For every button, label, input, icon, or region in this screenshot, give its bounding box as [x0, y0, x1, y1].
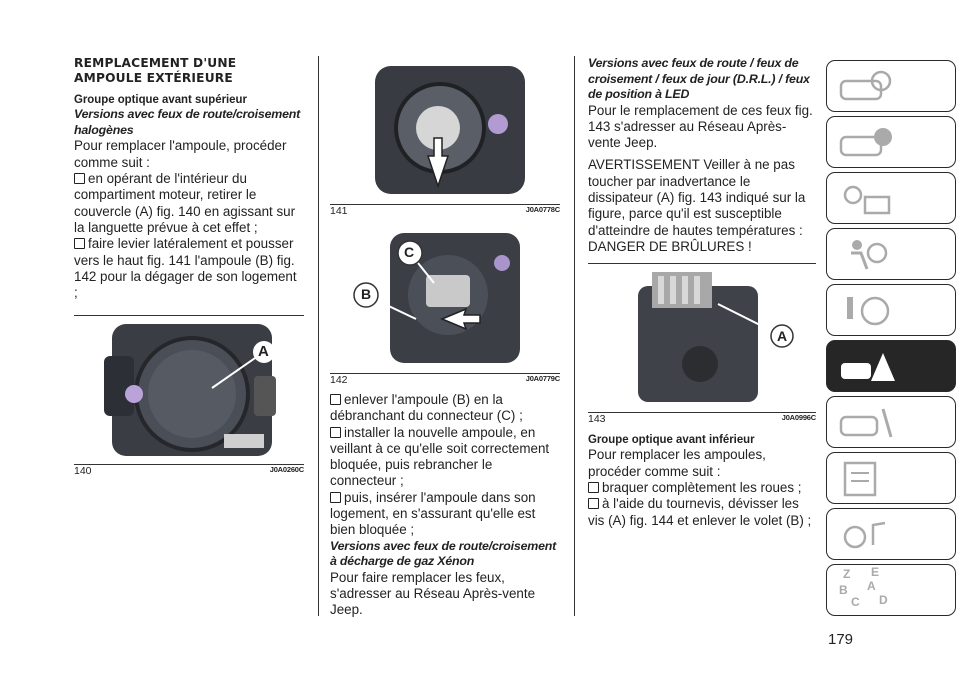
bullet-item: installer la nouvelle ampoule, en veilla… — [330, 424, 550, 489]
bullet-item: enlever l'ampoule (B) en la débranchant … — [330, 392, 523, 424]
figure-label-b: B — [361, 286, 372, 302]
headlamp-bulb-photo — [375, 66, 525, 194]
intro-text: Pour remplacer les ampoules, procéder co… — [588, 447, 766, 479]
checkbox-bullet-icon — [330, 491, 341, 503]
subheading: Groupe optique avant inférieur — [588, 432, 755, 447]
tab-specifications[interactable] — [826, 452, 956, 504]
index-letter: A — [867, 579, 876, 593]
figure-143: A 143 J0A0996C — [588, 263, 816, 425]
figure-number: 142 — [330, 373, 348, 386]
figure-number: 141 — [330, 204, 348, 217]
italic-heading: Versions avec feux de route/croisement h… — [74, 107, 301, 137]
figure-label-a: A — [258, 343, 269, 361]
warning-text: AVERTISSEMENT Veiller à ne pas toucher p… — [588, 157, 806, 254]
section-title-line-1: REMPLACEMENT D'UNE — [74, 56, 237, 70]
tab-information[interactable] — [826, 116, 956, 168]
figure-number: 143 — [588, 412, 606, 425]
figure-code: J0A0996C — [781, 412, 816, 422]
steering-wheel-icon — [847, 296, 890, 326]
subheading: Groupe optique avant supérieur — [74, 92, 247, 107]
car-info-icon — [839, 128, 892, 157]
body-text: Pour faire remplacer les feux, s'adresse… — [330, 569, 536, 618]
body-text: Pour le remplacement de ces feux fig. 14… — [588, 102, 813, 151]
bulb-connector-photo — [353, 233, 520, 363]
tab-emergency[interactable] — [826, 340, 956, 392]
warning-lights-icon — [843, 185, 891, 215]
tab-safety[interactable] — [826, 228, 956, 280]
column-2: 141 J0A0778C C B 142 J0A0779C enlever l'… — [330, 56, 560, 625]
figure-142: C B 142 J0A0779C — [330, 223, 560, 386]
index-letter: Z — [843, 567, 851, 581]
maintenance-car-icon — [839, 408, 893, 438]
checkbox-bullet-icon — [330, 426, 341, 438]
column-divider — [318, 56, 319, 616]
page-number: 179 — [828, 631, 854, 648]
checkbox-bullet-icon — [588, 482, 599, 494]
figure-label-c: C — [404, 244, 415, 260]
figure-code: J0A0260C — [269, 465, 304, 475]
headlamp-cover-photo — [104, 324, 276, 457]
emergency-car-icon — [841, 353, 895, 381]
figure-141: 141 J0A0778C — [330, 56, 560, 217]
figure-code: J0A0779C — [525, 373, 560, 383]
checkbox-bullet-icon — [588, 498, 599, 510]
figure-code: J0A0778C — [525, 204, 560, 214]
multimedia-icon — [843, 521, 886, 549]
index-letter: C — [851, 595, 860, 609]
column-1: REMPLACEMENT D'UNE AMPOULE EXTÉRIEURE Gr… — [74, 56, 304, 477]
figure-label-a: A — [777, 328, 788, 345]
tab-multimedia[interactable] — [826, 508, 956, 560]
section-title: REMPLACEMENT D'UNE AMPOULE EXTÉRIEURE — [74, 56, 304, 85]
tab-index[interactable]: Z E B A C D — [826, 564, 956, 616]
column-divider — [574, 56, 575, 616]
section-title-line-2: AMPOULE EXTÉRIEURE — [74, 70, 233, 85]
specifications-icon — [843, 461, 877, 497]
index-letter: D — [879, 593, 888, 607]
figure-140: A 140 J0A0260C — [74, 315, 304, 477]
bullet-item: puis, insérer l'ampoule dans son logemen… — [330, 489, 536, 538]
intro-text: Pour remplacer l'ampoule, procéder comme… — [74, 138, 287, 170]
bullet-item: à l'aide du tournevis, dévisser les vis … — [588, 496, 812, 528]
tab-warning-lights[interactable] — [826, 172, 956, 224]
column-3: Versions avec feux de route / feux de cr… — [588, 56, 816, 529]
checkbox-bullet-icon — [330, 394, 341, 405]
italic-heading: Versions avec feux de route / feux de cr… — [588, 56, 810, 101]
index-letter: B — [839, 583, 848, 597]
bullet-item: faire levier latéralement et pousser ver… — [74, 236, 297, 301]
bullet-item: braquer complètement les roues ; — [588, 480, 816, 496]
airbag-seat-icon — [851, 240, 888, 270]
checkbox-bullet-icon — [74, 238, 85, 250]
figure-number: 140 — [74, 465, 92, 478]
bullet-item: en opérant de l'intérieur du compartimen… — [74, 171, 296, 235]
tab-maintenance[interactable] — [826, 396, 956, 448]
car-dashboard-icon — [839, 70, 892, 101]
index-letter: E — [871, 565, 880, 579]
tab-dashboard[interactable] — [826, 60, 956, 112]
index-letters-icon: Z E B A C D — [837, 565, 897, 613]
led-headlamp-photo — [638, 272, 794, 403]
checkbox-bullet-icon — [74, 173, 85, 185]
tab-driving[interactable] — [826, 284, 956, 336]
italic-heading: Versions avec feux de route/croisement à… — [330, 538, 557, 569]
